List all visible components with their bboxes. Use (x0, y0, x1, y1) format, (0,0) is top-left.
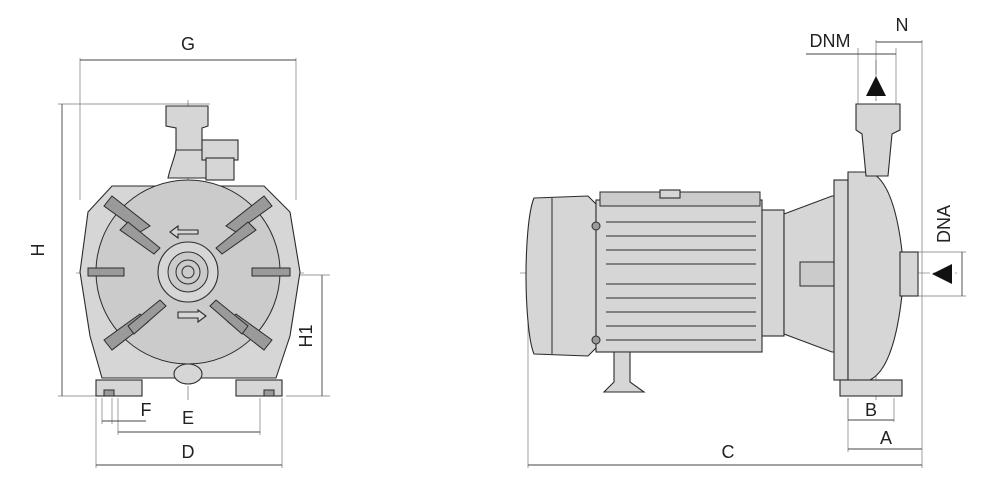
label-f: F (141, 400, 152, 420)
label-e: E (182, 408, 194, 428)
inlet-flow-arrow (932, 264, 952, 284)
label-g: G (181, 34, 195, 54)
label-dnm: DNM (810, 31, 851, 51)
label-dna: DNA (934, 205, 954, 243)
outlet-flow-arrow (866, 76, 886, 96)
label-c: C (722, 442, 735, 462)
label-n: N (896, 15, 909, 35)
side-view (520, 40, 966, 468)
label-b: B (865, 400, 877, 420)
front-view (58, 58, 330, 468)
label-h1: H1 (296, 324, 316, 347)
label-h: H (28, 244, 48, 257)
label-a: A (880, 428, 892, 448)
label-d: D (182, 442, 195, 462)
